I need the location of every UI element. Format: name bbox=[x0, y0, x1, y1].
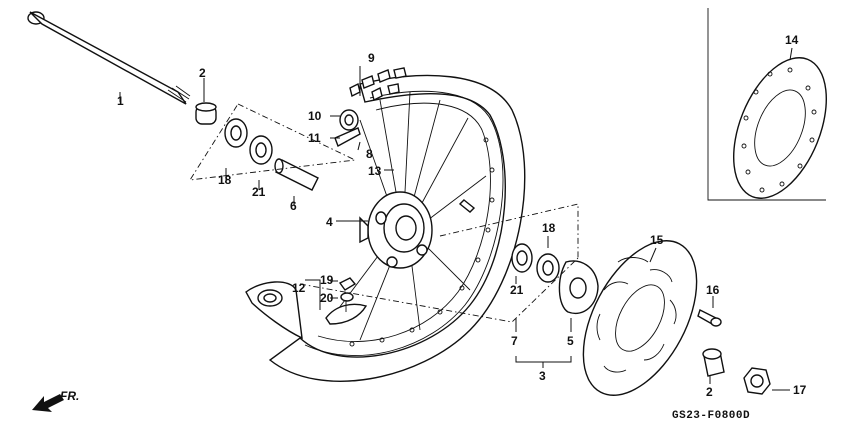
inset-frame bbox=[707, 8, 826, 201]
label-part-9: 9 bbox=[368, 51, 375, 65]
left-bearing-bracket bbox=[189, 103, 357, 181]
front-direction-label: FR. bbox=[60, 389, 79, 403]
label-part-2-top: 2 bbox=[199, 66, 206, 80]
bearing-right-18 bbox=[536, 253, 560, 283]
disc-bolt-part bbox=[697, 309, 722, 327]
diagram-code: GS23-F0800D bbox=[672, 410, 750, 422]
label-part-14: 14 bbox=[785, 33, 799, 47]
axle-nut-part bbox=[743, 367, 771, 395]
label-part-16: 16 bbox=[706, 283, 720, 297]
label-part-7: 7 bbox=[511, 334, 518, 348]
valve-nut-part bbox=[338, 277, 357, 302]
inset-disc-part bbox=[732, 57, 828, 199]
wheel-tire bbox=[245, 67, 526, 382]
label-part-10: 10 bbox=[308, 109, 322, 123]
leader-lines bbox=[119, 47, 793, 391]
rim-band-part bbox=[334, 109, 361, 148]
lower-bracket bbox=[299, 257, 579, 323]
label-part-8: 8 bbox=[366, 147, 373, 161]
label-part-15: 15 bbox=[650, 233, 664, 247]
label-part-3: 3 bbox=[539, 369, 546, 383]
label-part-18-left: 18 bbox=[218, 173, 232, 187]
label-part-17: 17 bbox=[793, 383, 807, 397]
label-part-5: 5 bbox=[567, 334, 574, 348]
label-part-2-bottom: 2 bbox=[706, 385, 713, 399]
dust-seal-part bbox=[558, 260, 599, 315]
label-part-13: 13 bbox=[368, 164, 382, 178]
right-bearing-bracket bbox=[439, 203, 579, 258]
label-part-4: 4 bbox=[326, 215, 333, 229]
label-part-6: 6 bbox=[290, 199, 297, 213]
bearing-left-18 bbox=[224, 118, 248, 148]
disc-bolt-stud bbox=[458, 199, 476, 213]
label-part-21-left: 21 bbox=[252, 185, 266, 199]
label-part-12: 12 bbox=[292, 281, 306, 295]
axle-part bbox=[27, 11, 191, 105]
bearing-left-21 bbox=[249, 135, 273, 165]
tube-valve-part bbox=[325, 300, 368, 325]
brake-disc-part bbox=[582, 240, 698, 396]
spacer-tube-part bbox=[274, 158, 319, 191]
label-part-11: 11 bbox=[308, 131, 321, 145]
collar-part-bottom bbox=[702, 348, 725, 377]
label-part-21-right: 21 bbox=[510, 283, 524, 297]
label-part-18-right: 18 bbox=[542, 221, 556, 235]
label-part-1: 1 bbox=[117, 94, 124, 108]
hub-part bbox=[359, 191, 433, 269]
label-part-20: 20 bbox=[320, 291, 334, 305]
bearing-right-21 bbox=[511, 243, 533, 273]
label-part-19: 19 bbox=[320, 273, 334, 287]
collar-part-top bbox=[195, 102, 217, 125]
front-direction-arrow-icon bbox=[32, 394, 64, 412]
